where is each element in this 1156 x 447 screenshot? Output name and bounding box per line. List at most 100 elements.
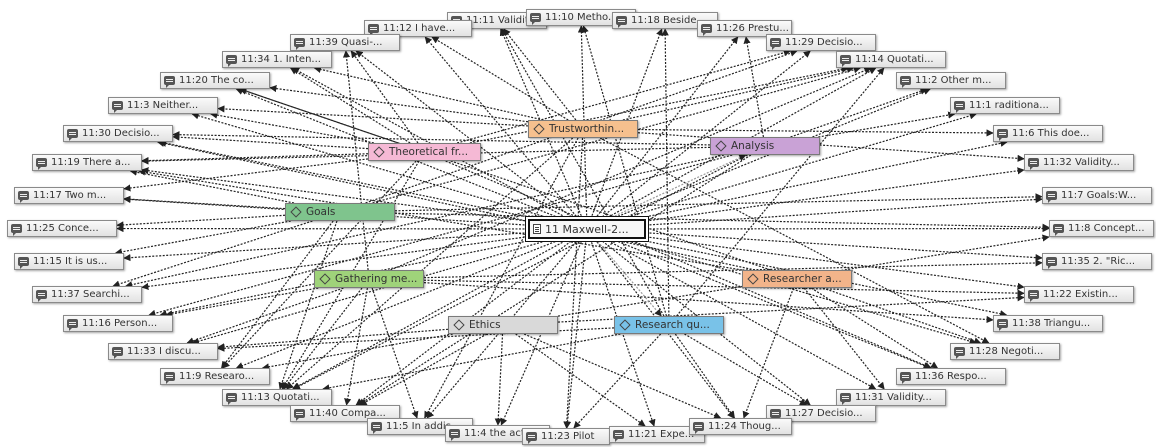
link-line	[445, 160, 932, 369]
quotation-node[interactable]: 11:1 raditiona...	[950, 97, 1060, 114]
quotation-node[interactable]: 11:28 Negoti...	[950, 343, 1060, 360]
link-line	[594, 36, 739, 220]
quotation-node[interactable]: 11:9 Researo...	[160, 368, 270, 385]
code-node-researcher[interactable]: Researcher a...	[742, 270, 852, 288]
quotation-icon	[112, 101, 123, 113]
quotation-node[interactable]: 11:25 Conce...	[7, 220, 117, 237]
code-node-gathering-methods[interactable]: Gathering me...	[314, 270, 424, 288]
link-line	[394, 193, 1043, 212]
link-line	[423, 282, 994, 324]
quotation-label: 11:22 Existin...	[1043, 289, 1118, 300]
link-line	[620, 112, 977, 220]
link-line	[278, 220, 338, 390]
quotation-label: 11:39 Quasi-...	[309, 37, 383, 48]
quotation-node[interactable]: 11:2 Other m...	[896, 72, 1006, 89]
quotation-node[interactable]: 11:34 1. Inten...	[222, 51, 332, 68]
code-node-research-questions[interactable]: Research qu...	[614, 316, 724, 334]
code-label: Theoretical fr...	[389, 145, 469, 158]
quotation-icon	[112, 347, 123, 359]
link-line	[590, 28, 663, 220]
quotation-node[interactable]: 11:36 Respo...	[896, 368, 1006, 385]
quotation-node[interactable]: 11:35 2. "Ric...	[1042, 253, 1152, 270]
quotation-node[interactable]: 11:22 Existin...	[1024, 286, 1134, 303]
code-node-trustworthiness[interactable]: Trustworthin...	[528, 120, 638, 138]
quotation-icon	[840, 393, 851, 405]
code-diamond-icon	[373, 146, 385, 158]
quotation-icon	[613, 430, 624, 442]
quotation-node[interactable]: 11:24 Thoug...	[689, 418, 792, 435]
link-line	[235, 238, 563, 369]
quotation-icon	[11, 224, 22, 236]
quotation-node[interactable]: 11:3 Neither...	[108, 97, 218, 114]
link-line	[674, 333, 736, 419]
link-line	[261, 333, 453, 371]
quotation-icon	[67, 129, 78, 141]
quotation-label: 11:16 Person...	[82, 318, 158, 329]
link-line	[645, 236, 1025, 290]
quotation-label: 11:5 In addis...	[386, 421, 461, 432]
code-node-ethics[interactable]: Ethics	[448, 316, 558, 334]
quotation-icon	[449, 429, 460, 441]
link-line	[622, 65, 855, 121]
quotation-node[interactable]: 11:14 Quotati...	[836, 51, 946, 68]
quotation-node[interactable]: 11:37 Searchi...	[32, 286, 142, 303]
link-line	[217, 327, 615, 352]
document-icon	[533, 224, 541, 234]
quotation-node[interactable]: 11:19 There a...	[32, 154, 142, 171]
quotation-label: 11:30 Decisio...	[82, 128, 160, 139]
code-node-theoretical-framework[interactable]: Theoretical fr...	[368, 143, 481, 161]
quotation-node[interactable]: 11:29 Decisio...	[766, 34, 876, 51]
link-line	[123, 232, 529, 262]
quotation-node[interactable]: 11:39 Quasi-...	[290, 34, 400, 51]
code-label: Analysis	[731, 139, 775, 152]
quotation-icon	[954, 101, 965, 113]
quotation-node[interactable]: 11:6 This doe...	[993, 125, 1103, 142]
quotation-node[interactable]: 11:23 Pilot	[522, 428, 610, 445]
quotation-node[interactable]: 11:30 Decisio...	[63, 125, 173, 142]
quotation-node[interactable]: 11:38 Triangu...	[993, 315, 1103, 332]
quotation-node[interactable]: 11:32 Validity...	[1024, 154, 1134, 171]
document-node[interactable]: 11 Maxwell-2...	[528, 219, 646, 239]
quotation-icon	[530, 13, 541, 25]
quotation-node[interactable]: 11:16 Person...	[63, 315, 173, 332]
quotation-node[interactable]: 11:31 Validity...	[836, 389, 946, 406]
quotation-node[interactable]: 11:18 Beside...	[612, 12, 718, 29]
link-line	[123, 195, 286, 210]
quotation-label: 11:18 Beside...	[631, 15, 707, 26]
quotation-icon	[1028, 290, 1039, 302]
link-line	[423, 279, 1025, 297]
quotation-node[interactable]: 11:40 Compa...	[290, 405, 400, 422]
quotation-icon	[997, 319, 1008, 331]
link-line	[220, 220, 334, 369]
link-line	[313, 65, 544, 121]
quotation-node[interactable]: 11:15 It is us...	[14, 253, 124, 270]
quotation-node[interactable]: 11:12 I have...	[364, 20, 472, 37]
link-line	[611, 238, 931, 369]
quotation-node[interactable]: 11:21 Expe...	[609, 426, 705, 443]
quotation-node[interactable]: 11:33 I discu...	[108, 343, 218, 360]
link-line	[112, 220, 313, 288]
code-label: Gathering me...	[335, 272, 418, 285]
quotation-icon	[900, 76, 911, 88]
quotation-icon	[67, 319, 78, 331]
quotation-node[interactable]: 11:26 Prestu...	[697, 20, 792, 37]
quotation-label: 11:12 I have...	[383, 23, 456, 34]
link-line	[390, 67, 872, 271]
quotation-node[interactable]: 11:10 Metho...	[526, 9, 636, 26]
quotation-node[interactable]: 11:17 Two m...	[14, 187, 124, 204]
quotation-node[interactable]: 11:8 Concept...	[1049, 220, 1154, 237]
link-line	[661, 28, 670, 317]
quotation-node[interactable]: 11:27 Decisio...	[766, 405, 876, 422]
code-node-goals[interactable]: Goals	[285, 203, 395, 221]
quotation-icon	[693, 422, 704, 434]
quotation-node[interactable]: 11:13 Quotati...	[222, 389, 332, 406]
link-line	[469, 65, 849, 144]
link-line	[283, 287, 363, 390]
quotation-node[interactable]: 11:7 Goals:W...	[1042, 187, 1152, 204]
code-diamond-icon	[290, 206, 302, 218]
link-line	[684, 333, 808, 406]
quotation-node[interactable]: 11:20 The co...	[160, 72, 270, 89]
quotation-label: 11:20 The co...	[179, 75, 254, 86]
code-node-analysis[interactable]: Analysis	[710, 137, 820, 155]
